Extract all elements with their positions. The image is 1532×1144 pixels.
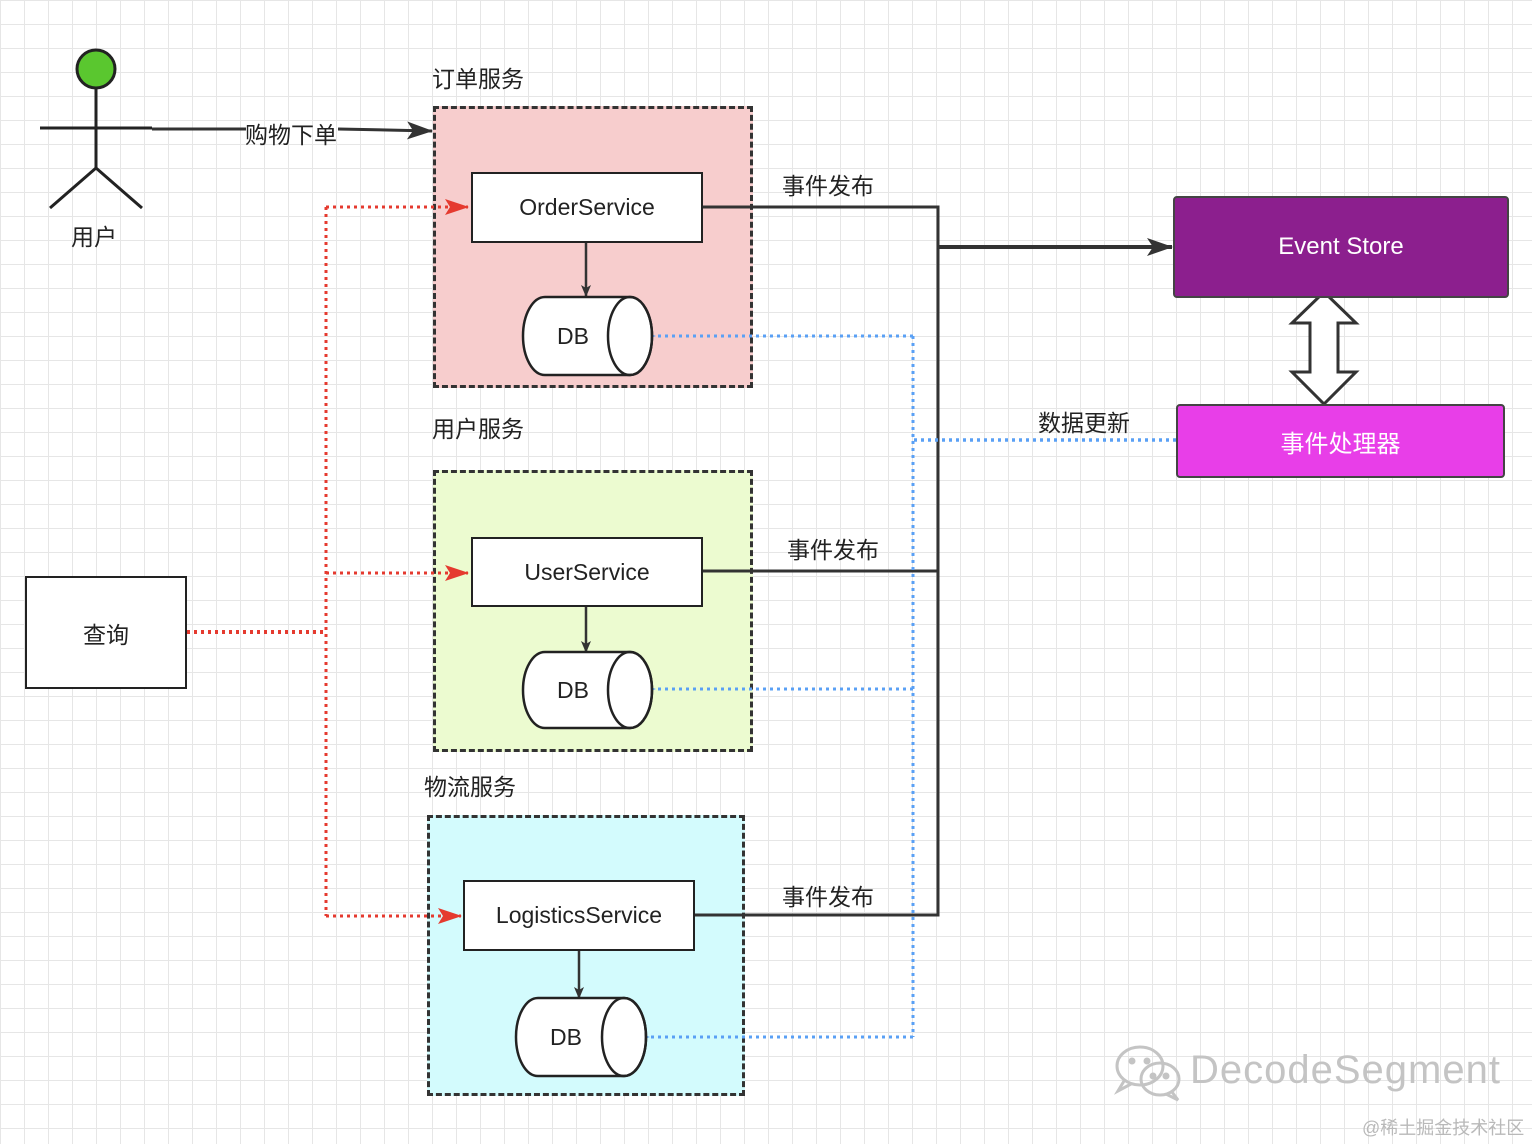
user-db-label: DB	[557, 676, 589, 703]
logistics-service-group	[427, 815, 745, 1096]
query-arrows	[187, 199, 469, 924]
user-publish-label: 事件发布	[787, 537, 879, 563]
event-store-box[interactable]: Event Store	[1173, 196, 1509, 298]
order-service-box[interactable]: OrderService	[471, 172, 703, 243]
user-actor	[40, 48, 152, 210]
wechat-icon	[1113, 1045, 1181, 1102]
user-group-title: 用户服务	[432, 416, 524, 442]
user-service-box[interactable]: UserService	[471, 537, 703, 607]
watermark-site: @稀土掘金技术社区	[1362, 1118, 1525, 1138]
order-publish-label: 事件发布	[782, 173, 874, 199]
order-group-title: 订单服务	[432, 66, 524, 92]
logistics-service-box[interactable]: LogisticsService	[463, 880, 695, 951]
data-update-label: 数据更新	[1038, 410, 1130, 436]
double-arrow-connector	[1288, 289, 1360, 407]
logistics-db-label: DB	[550, 1023, 582, 1050]
order-db-label: DB	[557, 322, 589, 349]
watermark-brand: DecodeSegment	[1190, 1048, 1501, 1092]
data-update-arrows	[626, 328, 1176, 1045]
logistics-group-title: 物流服务	[424, 774, 516, 800]
actor-head	[75, 48, 117, 90]
logistics-event-publish-line	[695, 570, 940, 917]
order-db-cylinder	[521, 295, 654, 377]
logistics-publish-label: 事件发布	[782, 884, 874, 910]
logistics-db-cylinder	[514, 996, 648, 1078]
event-handler-box[interactable]: 事件处理器	[1176, 404, 1505, 478]
query-box[interactable]: 查询	[25, 576, 187, 689]
user-db-cylinder	[521, 650, 654, 730]
place-order-label: 购物下单	[245, 122, 337, 148]
order-event-publish-line	[703, 205, 940, 570]
actor-label: 用户	[71, 224, 117, 250]
